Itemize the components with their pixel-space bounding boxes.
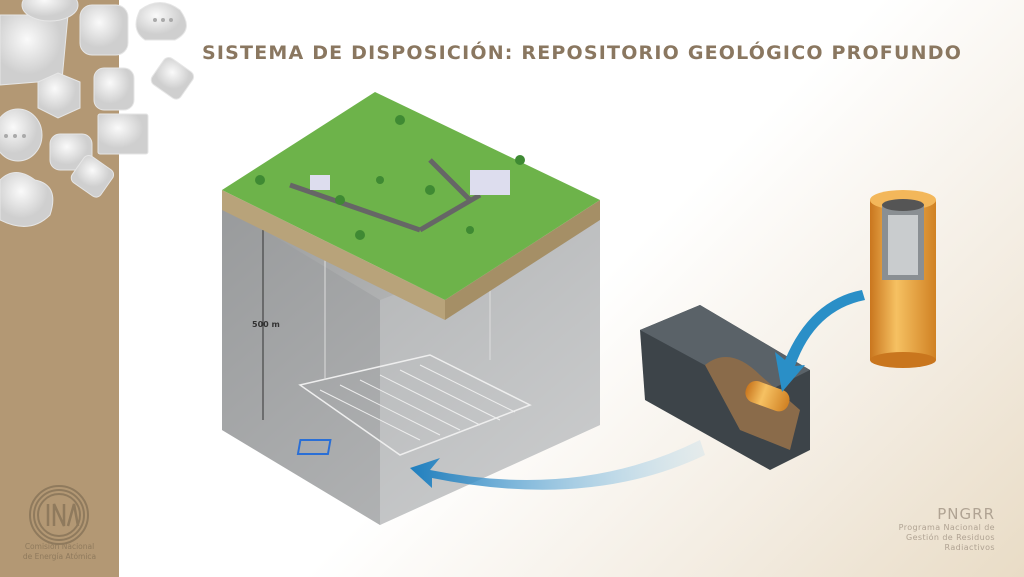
program-acronym: PNGRR — [937, 505, 995, 523]
rock-block-cutaway — [640, 305, 810, 470]
org-line-2: de Energía Atómica — [22, 552, 97, 561]
cnea-name: Comisión Nacional de Energía Atómica — [0, 542, 119, 562]
surface-terrain — [222, 92, 600, 320]
cnea-logo — [29, 485, 89, 545]
program-line-1: Programa Nacional de — [898, 523, 995, 532]
arrow-to-rock — [775, 290, 865, 392]
program-line-3: Radiactivos — [944, 543, 995, 552]
org-line-1: Comisión Nacional — [24, 542, 95, 551]
pngrr-branding: PNGRR Programa Nacional de Gestión de Re… — [865, 505, 1024, 553]
depth-label: 500 m — [252, 320, 280, 329]
waste-canister — [870, 190, 936, 368]
program-line-2: Gestión de Residuos — [905, 533, 995, 542]
speech-bubbles-decoration — [0, 0, 195, 227]
arrow-to-repository — [410, 440, 705, 490]
slide-title: SISTEMA DE DISPOSICIÓN: REPOSITORIO GEOL… — [202, 42, 963, 64]
